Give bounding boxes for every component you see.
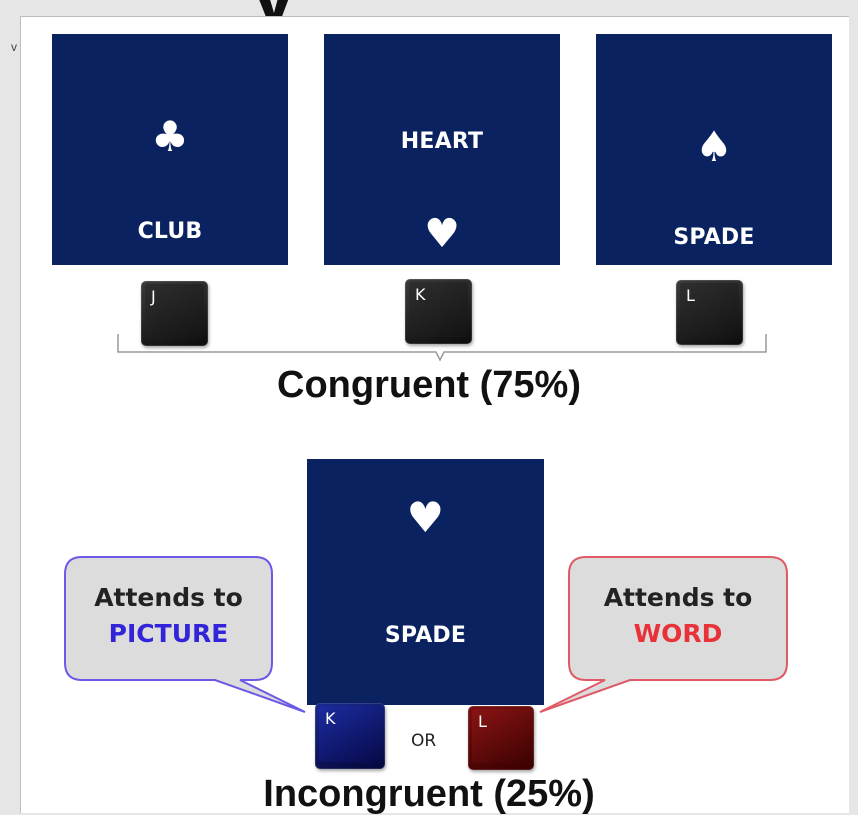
- picture-bubble-line2: PICTURE: [108, 619, 229, 649]
- or-text: OR: [411, 731, 437, 751]
- key-label: L: [478, 712, 487, 731]
- card-word: CLUB: [137, 219, 203, 244]
- key-k-picture[interactable]: K: [315, 703, 385, 769]
- card-word: HEART: [400, 129, 484, 154]
- card-word: SPADE: [384, 623, 467, 648]
- side-mark: v: [11, 40, 17, 54]
- word-bubble-text: Attends to WORD: [570, 580, 786, 653]
- key-label: K: [415, 285, 426, 304]
- heart-icon: ♥: [406, 493, 445, 542]
- spade-icon: ♠: [695, 122, 733, 171]
- picture-bubble: [64, 556, 306, 713]
- heart-icon: ♥: [424, 211, 460, 257]
- card-club: ♣ CLUB: [52, 34, 288, 265]
- picture-bubble-line1: Attends to: [94, 583, 243, 612]
- card-spade: ♠ SPADE: [596, 34, 832, 265]
- word-bubble: [539, 556, 788, 713]
- key-j[interactable]: J: [141, 281, 208, 346]
- congruent-label: Congruent (75%): [277, 364, 581, 406]
- key-k[interactable]: K: [405, 279, 472, 344]
- word-bubble-line1: Attends to: [603, 583, 753, 612]
- picture-bubble-text: Attends to PICTURE: [66, 580, 271, 653]
- key-label: L: [686, 286, 695, 305]
- card-word: SPADE: [673, 225, 755, 250]
- key-l-word[interactable]: L: [468, 706, 534, 770]
- key-l[interactable]: L: [676, 280, 743, 345]
- key-label: J: [151, 287, 156, 306]
- key-label: K: [325, 709, 336, 728]
- card-incongruent: ♥ SPADE: [307, 459, 544, 705]
- club-icon: ♣: [151, 112, 189, 161]
- card-heart: HEART ♥: [324, 34, 560, 265]
- word-bubble-line2: WORD: [633, 619, 723, 649]
- incongruent-label: Incongruent (25%): [263, 773, 595, 815]
